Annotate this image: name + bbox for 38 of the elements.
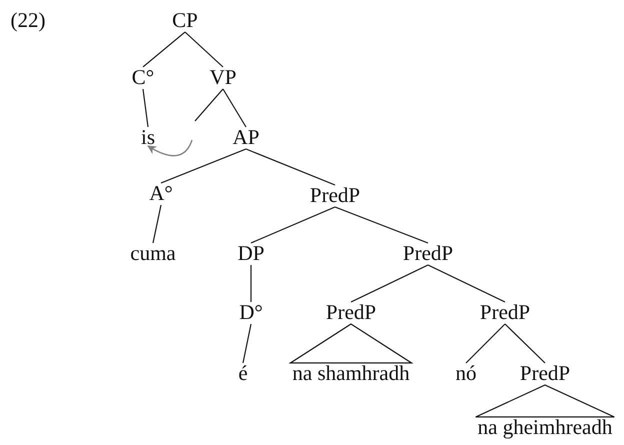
tree-node-label: is <box>141 126 155 148</box>
branch-line <box>250 265 252 302</box>
tree-node-label: C° <box>132 66 154 88</box>
tree-node-label: é <box>238 362 248 384</box>
tree-node-label: D° <box>239 300 263 324</box>
tree-node-label: PredP <box>480 300 530 324</box>
branch-line <box>350 264 428 302</box>
branch-line <box>160 148 246 184</box>
branch-line <box>222 88 246 128</box>
branch-line <box>250 206 336 244</box>
tree-node-label: AP <box>232 126 260 148</box>
tree-node-label: cuma <box>130 242 176 264</box>
branch-line <box>466 324 506 364</box>
tree-node-label: CP <box>172 8 198 32</box>
branch-line <box>504 324 546 364</box>
tree-node-label: nó <box>456 362 476 384</box>
tree-node-label: PredP <box>326 300 376 324</box>
branch-line <box>242 324 252 364</box>
tree-node-label: A° <box>149 182 173 204</box>
tree-node-label: na shamhradh <box>292 362 410 384</box>
branch-line <box>142 88 149 128</box>
branch-line <box>194 88 224 122</box>
triangle-branch <box>288 323 414 364</box>
tree-node-label: DP <box>238 242 264 264</box>
branch-line <box>428 264 506 302</box>
movement-arrow <box>147 140 193 156</box>
branch-line <box>142 32 186 68</box>
tree-node-label: PredP <box>310 184 360 206</box>
tree-node-label: PredP <box>402 242 454 264</box>
branch-line <box>246 148 336 186</box>
branch-line <box>152 204 162 244</box>
example-number: (22) <box>10 8 46 32</box>
tree-node-label: VP <box>210 66 236 88</box>
triangle-branch <box>475 384 615 418</box>
branch-line <box>334 206 428 244</box>
tree-node-label: PredP <box>520 362 570 384</box>
branch-line <box>184 32 224 68</box>
tree-node-label: na gheimhreadh <box>478 416 612 438</box>
